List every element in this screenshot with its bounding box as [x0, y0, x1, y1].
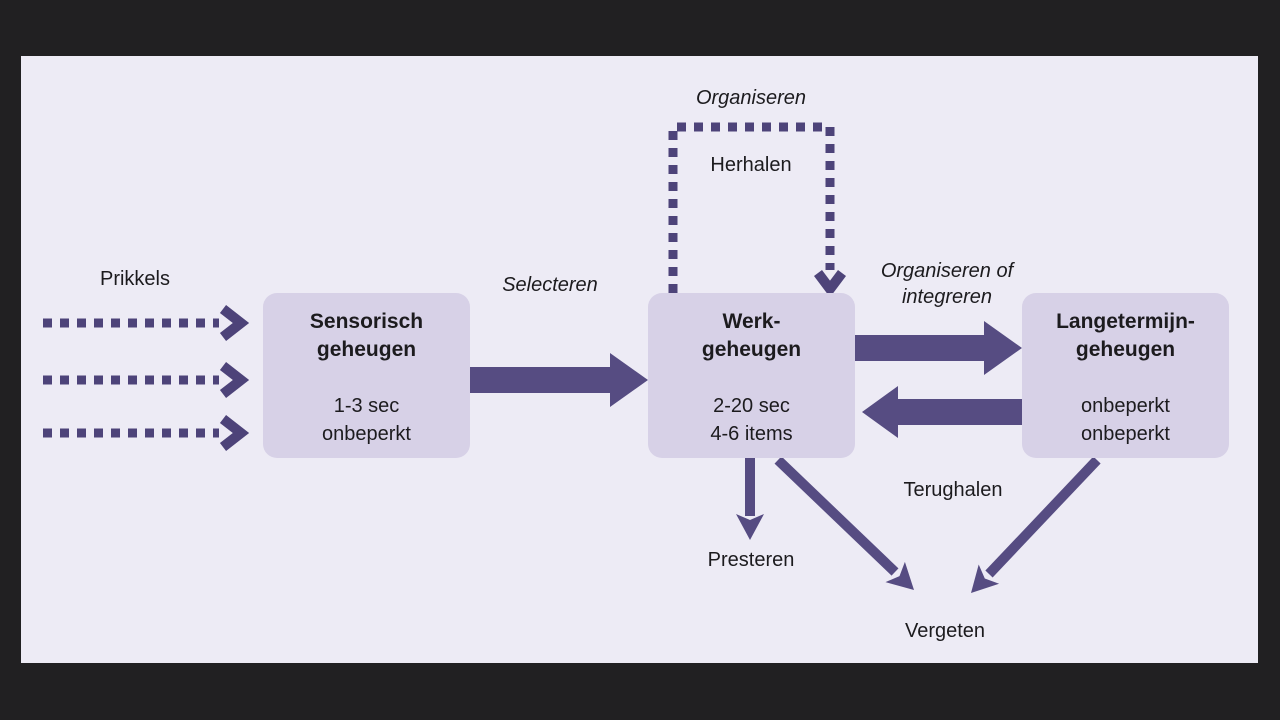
vergeten-arrow-line-2: [985, 456, 1101, 578]
vergeten-label: Vergeten: [904, 620, 986, 642]
box-detail-line2: 4-6 items: [710, 423, 793, 445]
selecteren-arrow: [470, 353, 648, 407]
box-detail-line1: onbeperkt: [1081, 395, 1170, 417]
langetermijngeheugen-box: Langetermijn- geheugen onbeperkt onbeper…: [1022, 293, 1229, 458]
box-detail: onbeperkt onbeperkt: [1022, 392, 1229, 448]
prikkels-dotted-arrows: [43, 305, 250, 451]
presteren-arrow: [736, 458, 764, 540]
box-detail-line2: onbeperkt: [1081, 423, 1170, 445]
box-detail: 2-20 sec 4-6 items: [648, 392, 855, 448]
vergeten-arrow-from-langetermijngeheugen: [971, 456, 1101, 593]
prikkels-label: Prikkels: [99, 268, 170, 290]
organiseren-integreren-arrow: [855, 321, 1022, 375]
arrows-layer: [43, 122, 1101, 593]
box-title-line2: geheugen: [701, 338, 802, 361]
herhalen-loop-path: [668, 122, 835, 293]
box-title-line2: geheugen: [316, 338, 417, 361]
box-title-line1: Sensorisch: [309, 310, 424, 333]
organiseren-integreren-line2: integreren: [901, 286, 993, 308]
dotted-arrowhead: [219, 305, 250, 341]
box-detail-line2: onbeperkt: [322, 423, 411, 445]
vergeten-arrowhead-1: [885, 561, 914, 590]
box-title: Sensorisch geheugen: [263, 308, 470, 364]
organiseren-label: Organiseren: [695, 87, 807, 109]
herhalen-label: Herhalen: [710, 154, 792, 176]
herhalen-loop: [668, 122, 846, 298]
dotted-arrowhead: [219, 362, 250, 398]
terughalen-arrow: [862, 386, 1022, 438]
box-title: Werk- geheugen: [648, 308, 855, 364]
terughalen-label: Terughalen: [903, 479, 1003, 501]
vergeten-arrow-line-1: [774, 456, 899, 576]
dotted-arrowhead: [219, 415, 250, 451]
herhalen-loop-arrowhead: [814, 270, 846, 298]
selecteren-label: Selecteren: [502, 274, 598, 296]
organiseren-integreren-line1: Organiseren of: [880, 260, 1014, 282]
vergeten-arrowhead-2: [971, 564, 1000, 593]
box-detail-line1: 2-20 sec: [713, 395, 790, 417]
box-detail: 1-3 sec onbeperkt: [263, 392, 470, 448]
sensorisch-geheugen-box: Sensorisch geheugen 1-3 sec onbeperkt: [263, 293, 470, 458]
box-detail-line1: 1-3 sec: [333, 395, 400, 417]
box-title-line2: geheugen: [1075, 338, 1176, 361]
werkgeheugen-box: Werk- geheugen 2-20 sec 4-6 items: [648, 293, 855, 458]
box-title-line1: Werk-: [722, 310, 781, 333]
diagram-canvas: Sensorisch geheugen 1-3 sec onbeperkt We…: [21, 56, 1258, 663]
presteren-label: Presteren: [707, 549, 795, 571]
box-title-line1: Langetermijn-: [1056, 310, 1195, 333]
presteren-arrowhead: [736, 514, 764, 540]
box-title: Langetermijn- geheugen: [1022, 308, 1229, 364]
organiseren-integreren-label: Organiseren of integreren: [837, 258, 1057, 310]
vergeten-arrow-from-werkgeheugen: [774, 456, 914, 590]
